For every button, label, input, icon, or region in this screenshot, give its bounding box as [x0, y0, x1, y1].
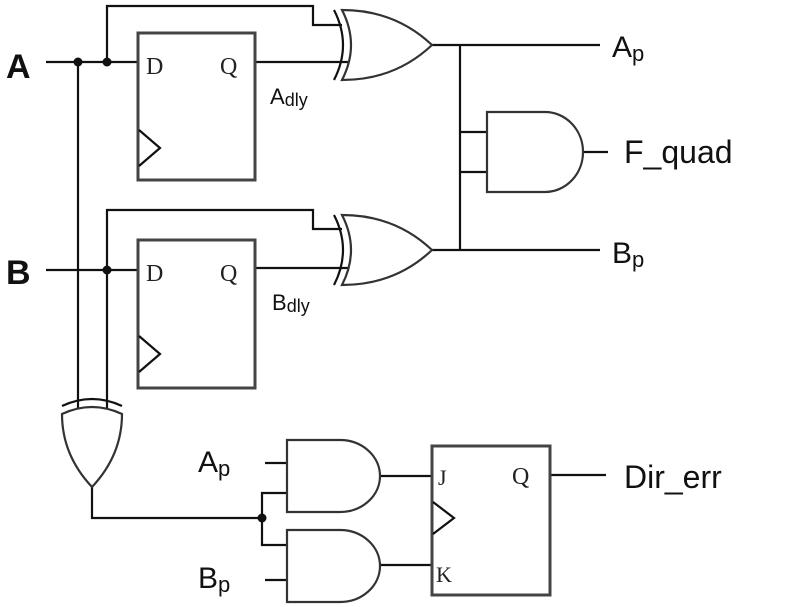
- xor-gate-b: [333, 213, 434, 287]
- jk-flipflop: J Q K: [430, 444, 552, 597]
- pin-q-label: Q: [220, 261, 237, 287]
- and-gate-fquad: [485, 110, 585, 194]
- d-flipflop-b: D Q: [136, 238, 257, 390]
- and-gate-j: [285, 438, 382, 514]
- f-quad-label: F_quad: [624, 134, 733, 170]
- b-dly-label: Bdly: [272, 290, 310, 316]
- junction-dots: [73, 57, 267, 523]
- xor-gate-direction: [60, 397, 124, 489]
- xor-gate-a: [333, 8, 434, 82]
- pin-j-label: J: [438, 465, 447, 490]
- pin-d-label: D: [146, 54, 163, 80]
- ap-input-label: Ap: [198, 446, 230, 481]
- bp-input-label: Bp: [198, 562, 230, 597]
- pin-q-label: Q: [220, 54, 237, 80]
- dir-err-label: Dir_err: [624, 459, 722, 495]
- pin-q-label: Q: [512, 464, 529, 490]
- input-b-label: B: [6, 254, 31, 292]
- ap-output-label: Ap: [612, 31, 644, 66]
- wires: [46, 4, 608, 582]
- d-flipflop-a: D Q: [136, 31, 257, 182]
- bp-output-label: Bp: [612, 237, 644, 272]
- clock-triangle-icon: [432, 501, 456, 535]
- clock-triangle-icon: [138, 335, 162, 373]
- and-gate-k: [285, 528, 382, 604]
- input-a-label: A: [6, 48, 31, 86]
- pin-k-label: K: [436, 562, 452, 587]
- a-dly-label: Adly: [270, 84, 308, 110]
- pin-d-label: D: [146, 261, 163, 287]
- clock-triangle-icon: [138, 129, 162, 167]
